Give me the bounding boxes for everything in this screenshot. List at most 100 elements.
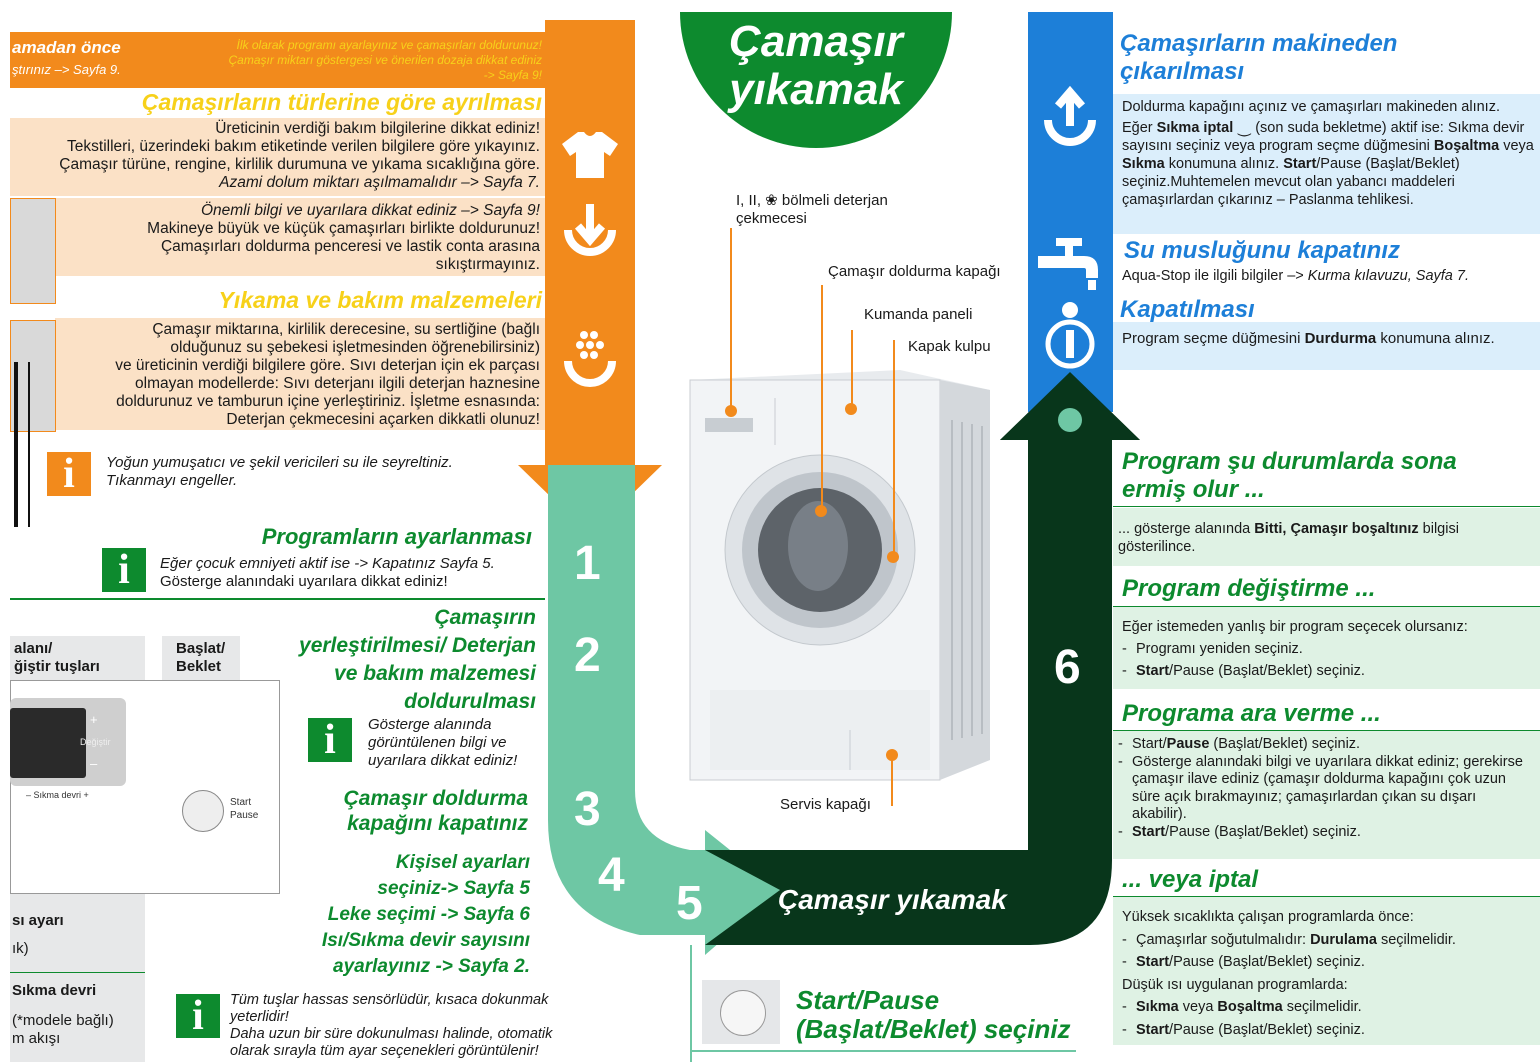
change-label: Değiştir (80, 737, 111, 747)
step3-title: Çamaşır doldurma kapağını kapatınız (300, 786, 528, 836)
pause-bullet-1: Start/Pause (Başlat/Beklet) seçiniz. (1118, 736, 1528, 754)
shirt-icon (560, 128, 620, 180)
panel-photo (10, 680, 280, 894)
remove-title: Çamaşırların makineden çıkarılması (1120, 30, 1397, 86)
washing-machine-image (689, 370, 990, 781)
step4-line3: Leke seçimi -> Sayfa 6 (327, 904, 530, 925)
panel-col1-line2: ğiştir tuşları (14, 658, 100, 675)
start-pause-button[interactable] (182, 790, 224, 832)
plus-button[interactable]: + (90, 712, 98, 727)
bottom-hline (690, 1050, 1076, 1052)
sorting-line3: Çamaşır türüne, rengine, kirlilik durumu… (59, 156, 540, 173)
unload-icon (1040, 85, 1100, 150)
info-icon-sensor: i (176, 994, 220, 1038)
detergent-line5: doldurunuz ve tamburun içine yerleştirin… (116, 393, 540, 410)
start-pause-knob[interactable] (720, 990, 766, 1036)
marker-door (815, 505, 827, 517)
remove-title-2: çıkarılması (1120, 58, 1245, 85)
step3-line1: Çamaşır doldurma (343, 787, 528, 810)
detergent-line3: ve üreticinin verdiği bilgilere göre. Sı… (115, 357, 540, 374)
panel-bottom4: (*modele bağlı) (12, 1012, 114, 1029)
cancel-bullet-2: Start/Pause (Başlat/Beklet) seçiniz. (1122, 951, 1534, 974)
panel-column-mid (162, 636, 240, 680)
cancel-title: ... veya iptal (1122, 866, 1259, 893)
step2-title: Çamaşırın yerleştirilmesi/ Deterjan ve b… (270, 604, 536, 716)
label-service: Servis kapağı (780, 796, 871, 813)
loading-line1: Önemli bilgi ve uyarılara dikkat ediniz … (200, 202, 540, 219)
label-door: Çamaşır doldurma kapağı (828, 263, 1001, 280)
off-title: Kapatılması (1120, 296, 1255, 323)
loading-box (55, 198, 545, 276)
sorting-box (10, 118, 545, 196)
panel-bottom3: Sıkma devri (12, 982, 97, 999)
info3-line1: Tüm tuşlar hassas sensörlüdür, kısaca do… (230, 992, 549, 1008)
detergent-line6: Deterjan çekmecesini açarken dikkatli ol… (226, 411, 540, 428)
programs-line2: Gösterge alanındaki uyarılara dikkat edi… (160, 573, 448, 590)
step4-line4: Isı/Sıkma devir sayısını (321, 930, 530, 951)
panel-col1-line1: alanı/ (14, 640, 53, 657)
detergent-title: Yıkama ve bakım malzemeleri (218, 287, 542, 313)
step4-line5: ayarlayınız -> Sayfa 2. (333, 956, 530, 977)
top-note-3: -> Sayfa 9! (483, 68, 542, 82)
step2-line3: ve bakım malzemesi (334, 662, 536, 685)
programs-line1: Eğer çocuk emniyeti aktif ise -> Kapatın… (160, 555, 495, 572)
change-rule (1113, 606, 1540, 607)
step-number-2: 2 (574, 629, 601, 682)
start-pause-instruction: Start/Pause (Başlat/Beklet) seçiniz (796, 986, 1071, 1044)
top-subtitle: ştırınız –> Sayfa 9. (12, 62, 121, 77)
pause-bullet-3: Start/Pause (Başlat/Beklet) seçiniz. (1118, 824, 1528, 842)
minus-button[interactable]: – (90, 756, 98, 771)
end-text: ... gösterge alanında Bitti, Çamaşır boş… (1118, 521, 1459, 555)
start-instruction-2: (Başlat/Beklet) seçiniz (796, 1014, 1071, 1044)
panel-col2-line2: Beklet (176, 658, 222, 675)
remove-box (1113, 94, 1540, 234)
step4-title: Kişisel ayarları seçiniz-> Sayfa 5 Leke … (290, 850, 530, 980)
step-number-3: 3 (574, 783, 601, 836)
marker-service (886, 749, 898, 761)
pause-title: Programa ara verme ... (1122, 700, 1381, 727)
leader-handle (893, 340, 895, 557)
change-title: Program değiştirme ... (1122, 575, 1376, 602)
start-label: Start (230, 797, 252, 808)
step2-info1: Gösterge alanında (368, 716, 492, 733)
sorting-line4: Azami dolum miktarı aşılmamalıdır –> Say… (219, 174, 540, 191)
off-box (1113, 322, 1540, 370)
end-title-1: Program şu durumlarda sona (1122, 448, 1457, 475)
remove-text-1: Doldurma kapağını açınız ve çamaşırları … (1122, 99, 1500, 115)
step2-info3: uyarılara dikkat ediniz! (368, 752, 518, 769)
info1-line1: Yoğun yumuşatıcı ve şekil vericileri su … (106, 454, 453, 471)
info-icon: i (47, 452, 91, 496)
leader-line-a (14, 362, 18, 527)
panel-col2-label: Başlat/ Beklet (176, 640, 225, 676)
cancel-text: Yüksek sıcaklıkta çalışan programlarda ö… (1122, 906, 1534, 1041)
step3-line2: kapağını kapatınız (347, 812, 528, 835)
tap-icon (1036, 236, 1102, 292)
info-off-icon (1040, 300, 1100, 370)
label-drawer-2: çekmecesi (736, 210, 807, 227)
detergent-box (55, 318, 545, 430)
marker-panel (845, 403, 857, 415)
panel-col1-label: alanı/ ğiştir tuşları (14, 640, 100, 676)
detergent-line1: Çamaşır miktarına, kirlilik derecesine, … (152, 321, 540, 338)
detergent-line4: olmayan modellerde: Sıvı deterjanı ilgil… (135, 375, 540, 392)
remove-text-2: Eğer Sıkma iptal ⏝ (son suda bekletme) a… (1122, 120, 1534, 208)
bottom-vline (690, 945, 692, 1062)
pause-rule (1113, 730, 1540, 731)
programs-text: Eğer çocuk emniyeti aktif ise -> Kapatın… (160, 555, 540, 591)
main-title: Çamaşır yıkamak (680, 18, 952, 114)
end-rule (1113, 506, 1540, 507)
start-instruction-1: Start/Pause (796, 985, 940, 1015)
panel-bottom1: sı ayarı (12, 912, 64, 929)
tap-title: Su musluğunu kapatınız (1124, 237, 1401, 264)
loading-line2: Makineye büyük ve küçük çamaşırları birl… (147, 220, 540, 237)
step-number-4: 4 (598, 849, 625, 902)
leader-service (891, 758, 893, 806)
label-drawer: I, II, ❀ bölmeli deterjan çekmecesi (736, 192, 888, 228)
sorting-text: Üreticinin verdiği bakım bilgilerine dik… (12, 120, 540, 192)
drum-photo (10, 198, 56, 304)
marker-drawer (725, 405, 737, 417)
detergent-text: Çamaşır miktarına, kirlilik derecesine, … (60, 321, 540, 429)
end-title-2: ermiş olur ... (1122, 476, 1265, 503)
loading-line3: Çamaşırları doldurma penceresi ve lastik… (160, 238, 540, 255)
